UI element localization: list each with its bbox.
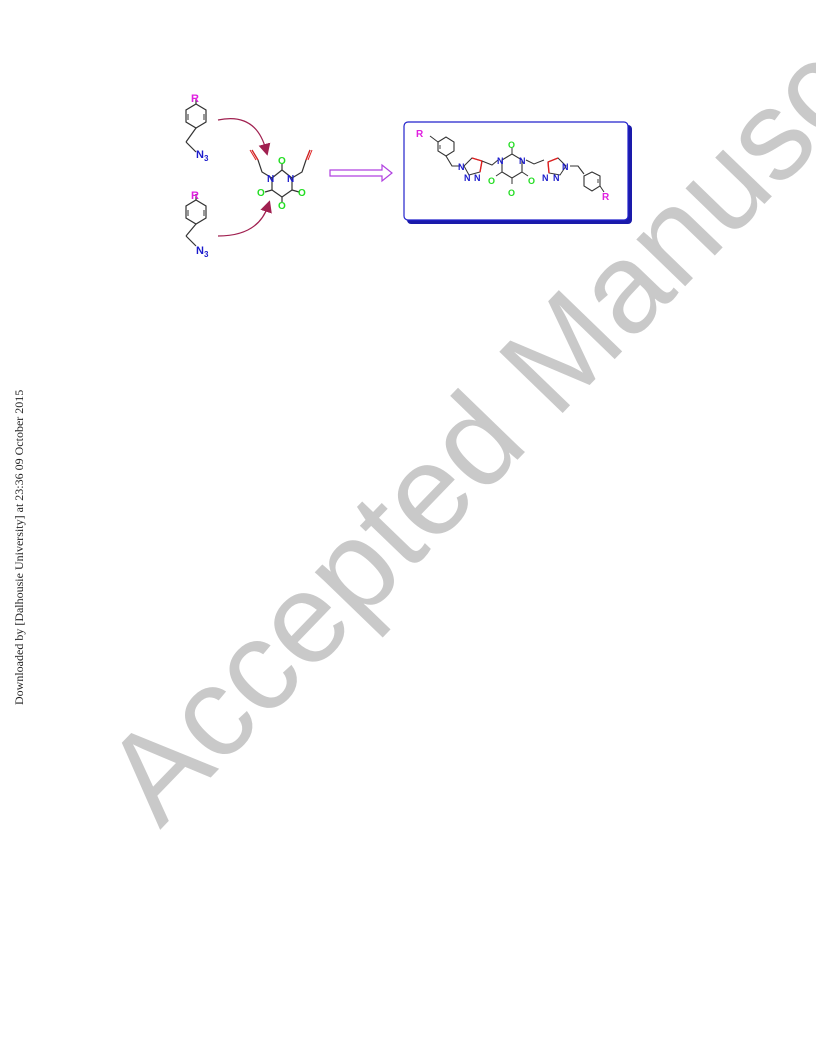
- svg-text:O: O: [508, 188, 515, 198]
- svg-text:O: O: [278, 156, 286, 167]
- product-box: R N N N N N O O O O N N N R: [403, 121, 632, 224]
- svg-text:O: O: [508, 140, 515, 150]
- substituent-label: R: [191, 93, 199, 105]
- svg-text:N: N: [497, 156, 504, 166]
- curved-arrow-top: [217, 118, 271, 156]
- svg-text:R: R: [416, 129, 424, 140]
- svg-text:N: N: [519, 156, 526, 166]
- svg-text:N: N: [458, 162, 465, 172]
- curved-arrow-bottom: [217, 200, 272, 237]
- benzyl-azide-bottom: R N3: [185, 190, 209, 259]
- svg-text:O: O: [528, 176, 535, 186]
- svg-text:N: N: [553, 173, 560, 183]
- azide-label: N3: [196, 245, 209, 259]
- svg-text:O: O: [298, 188, 306, 199]
- reaction-arrow: [329, 163, 393, 183]
- dipropargyl-alloxan: N N O O O O: [249, 149, 313, 212]
- svg-text:N: N: [464, 173, 471, 183]
- svg-text:N: N: [474, 173, 481, 183]
- svg-text:O: O: [488, 176, 495, 186]
- reaction-scheme: R N3 R N3 N N O: [185, 93, 632, 259]
- svg-text:O: O: [278, 201, 286, 212]
- azide-label: N3: [196, 149, 209, 163]
- svg-text:O: O: [257, 188, 265, 199]
- svg-text:N: N: [562, 162, 569, 172]
- svg-text:N: N: [267, 174, 274, 185]
- svg-text:N: N: [287, 174, 294, 185]
- download-notice: Downloaded by [Dalhousie University] at …: [12, 389, 26, 705]
- svg-text:R: R: [602, 192, 610, 203]
- benzyl-azide-top: R N3: [185, 93, 209, 163]
- svg-text:N: N: [542, 173, 549, 183]
- substituent-label: R: [191, 190, 199, 202]
